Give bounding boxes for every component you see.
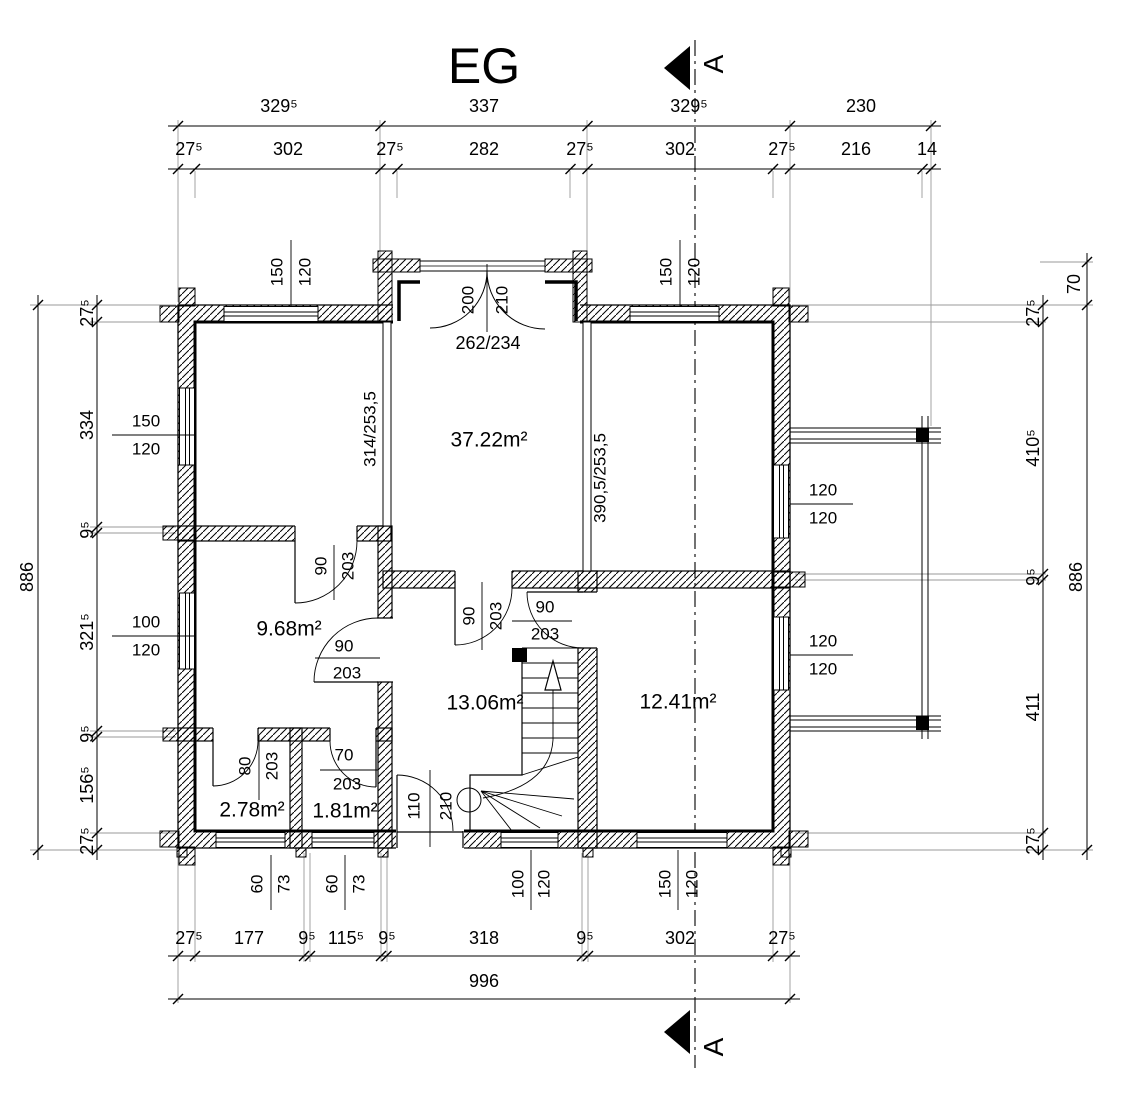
windows xyxy=(179,306,789,848)
door-6-arc xyxy=(212,740,259,787)
door-7-arc xyxy=(329,740,377,788)
interior-walls xyxy=(177,321,791,850)
pergola-post-top xyxy=(916,428,929,442)
door-2-arc xyxy=(313,617,379,683)
label-rules xyxy=(112,240,853,910)
dimension-lines xyxy=(37,125,1088,1000)
window-right-2 xyxy=(773,616,789,691)
section-arrow-bottom xyxy=(664,1010,690,1054)
pergola-post-bottom xyxy=(916,716,929,730)
section-line xyxy=(664,40,696,1068)
staircase xyxy=(456,647,579,832)
stair-walk-line xyxy=(482,666,554,799)
window-bottom-1 xyxy=(215,832,286,848)
window-left-1 xyxy=(179,387,195,466)
door-1-arc xyxy=(294,540,358,604)
stair-start-circle xyxy=(456,787,482,813)
window-bottom-2 xyxy=(311,832,375,848)
door-4-arc xyxy=(526,591,584,649)
window-right-1 xyxy=(773,464,789,539)
window-bottom-4 xyxy=(636,832,728,848)
entrance-door-arcs xyxy=(429,270,546,330)
window-top-2 xyxy=(629,306,720,322)
stair-newel-post xyxy=(512,648,527,662)
window-bottom-3 xyxy=(500,832,559,848)
doors xyxy=(212,540,584,832)
door-3-arc xyxy=(454,587,513,646)
window-top-1 xyxy=(223,306,319,322)
entrance-vestibule xyxy=(372,250,593,332)
wall-opening-right-partition xyxy=(582,321,592,572)
stair-up-arrow xyxy=(544,658,562,691)
wall-opening-left-partition xyxy=(382,321,392,527)
pergola xyxy=(790,416,941,739)
section-arrow-top xyxy=(664,46,690,90)
window-left-2 xyxy=(179,592,195,670)
dimension-ticks xyxy=(32,120,1093,1005)
door-5-arc xyxy=(396,774,454,832)
extension-lines xyxy=(30,120,1093,1003)
